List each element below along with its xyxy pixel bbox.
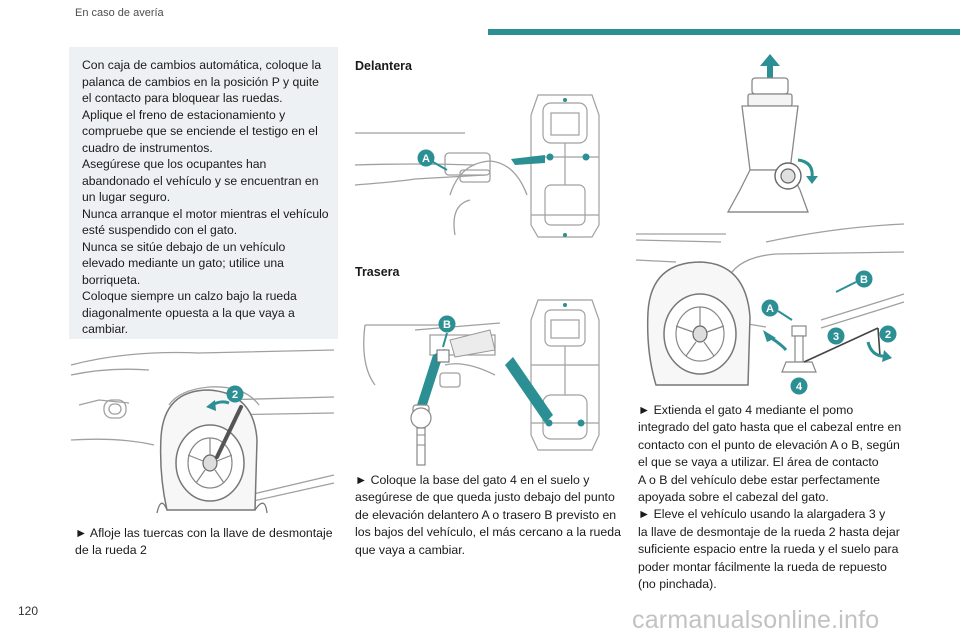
callout-2-badge [226,385,244,403]
rear-heading: Trasera [355,265,400,279]
instruction-line: de la rueda 2 [75,543,147,558]
raise-vehicle-illustration: B A 3 2 4 [635,223,905,395]
col3-instructions: ► Extienda el gato 4 mediante el pomo in… [638,402,901,593]
warning-line: Coloque siempre un calzo bajo la rueda [82,289,297,303]
warning-line: cambiar. [82,322,129,336]
warning-line: el contacto para bloquear las ruedas. [82,91,283,105]
callout-4-badge [790,377,808,395]
warning-line: Aplique el freno de estacionamiento y [82,107,286,122]
warning-line: compruebe que se enciende el testigo en … [82,124,318,138]
loosen-nuts-illustration: 2 [70,349,335,514]
callout-b-badge [438,315,456,333]
instruction-line: suficiente espacio entre la rueda y el s… [638,542,899,557]
instruction-line: ► Afloje las tuercas con la llave de des… [75,526,333,540]
callout-4-label: 4 [796,381,803,393]
callout-3-badge [827,327,845,345]
instruction-line: que vaya a cambiar. [355,542,466,557]
warning-box: Con caja de cambios automática, coloque … [69,47,338,339]
instruction-line: ► Coloque la base del gato 4 en el suelo… [355,473,590,487]
callout-b-badge [855,270,873,288]
callout-b-label: B [443,319,451,331]
col1-instructions: ► Afloje las tuercas con la llave de des… [75,525,333,560]
warning-line: Con caja de cambios automática, coloque … [82,58,322,72]
callout-3-label: 3 [833,331,839,343]
instruction-line: ► Extienda el gato 4 mediante el pomo [638,403,854,417]
instruction-line: A o B del vehículo debe estar perfectame… [638,472,880,487]
warning-line: Nunca se sitúe debajo de un vehículo [82,239,286,254]
callout-a-badge [761,299,779,317]
instruction-line: apoyada sobre el cabezal del gato. [638,490,829,505]
warning-line: un lugar seguro. [82,190,171,204]
col2-instructions: ► Coloque la base del gato 4 en el suelo… [355,472,621,559]
callout-b-label: B [860,274,868,286]
jack-extend-illustration [726,54,818,213]
header-accent-bar [488,29,960,35]
warning-line: cuadro de instrumentos. [82,140,213,155]
instruction-line: ► Eleve el vehículo usando la alargadera… [638,507,886,522]
front-lift-point-illustration: A [354,94,600,238]
instruction-line: integrado del gato hasta que el cabezal … [638,420,902,435]
instruction-line: contacto con el punto de elevación A o B… [638,437,900,452]
callout-a-badge [417,149,435,167]
instruction-line: asegúrese de que queda justo debajo del … [355,490,615,505]
callout-a-label: A [766,303,774,315]
page-number: 120 [18,604,39,618]
warning-line: palanca de cambios en la posición P y qu… [82,74,319,89]
callout-2-label: 2 [885,329,891,341]
warning-line: diagonalmente opuesta a la que vaya a [82,305,295,320]
rear-lift-point-illustration: B [363,299,600,466]
watermark: carmanualsonline.info [632,606,880,634]
callout-2-badge [879,325,897,343]
warning-line: Nunca arranque el motor mientras el vehí… [82,206,329,221]
wheel-wrench [215,405,243,459]
warning-line: borriqueta. [82,272,141,287]
warning-line: Asegúrese que los ocupantes han [82,157,267,171]
instruction-line: los bajos del vehículo, el más cercano a… [355,525,621,540]
page-header-title: En caso de avería [75,7,164,19]
instruction-line: de elevación delantero A o trasero B pre… [355,507,617,522]
instruction-line: la llave de desmontaje de la rueda 2 has… [638,524,900,539]
callout-a-label: A [422,153,430,165]
callout-2-label: 2 [232,389,238,401]
warning-line: esté suspendido con el gato. [82,223,238,237]
warning-line: elevado mediante un gato; utilice una [82,256,284,270]
instruction-line: poder montar fácilmente la rueda de repu… [638,559,887,574]
instruction-line: el que se vaya a utilizar. El área de co… [638,455,879,470]
front-heading: Delantera [355,59,412,73]
warning-line: abandonado el vehículo y se encuentran e… [82,173,319,188]
instruction-line: (no pinchada). [638,577,717,592]
